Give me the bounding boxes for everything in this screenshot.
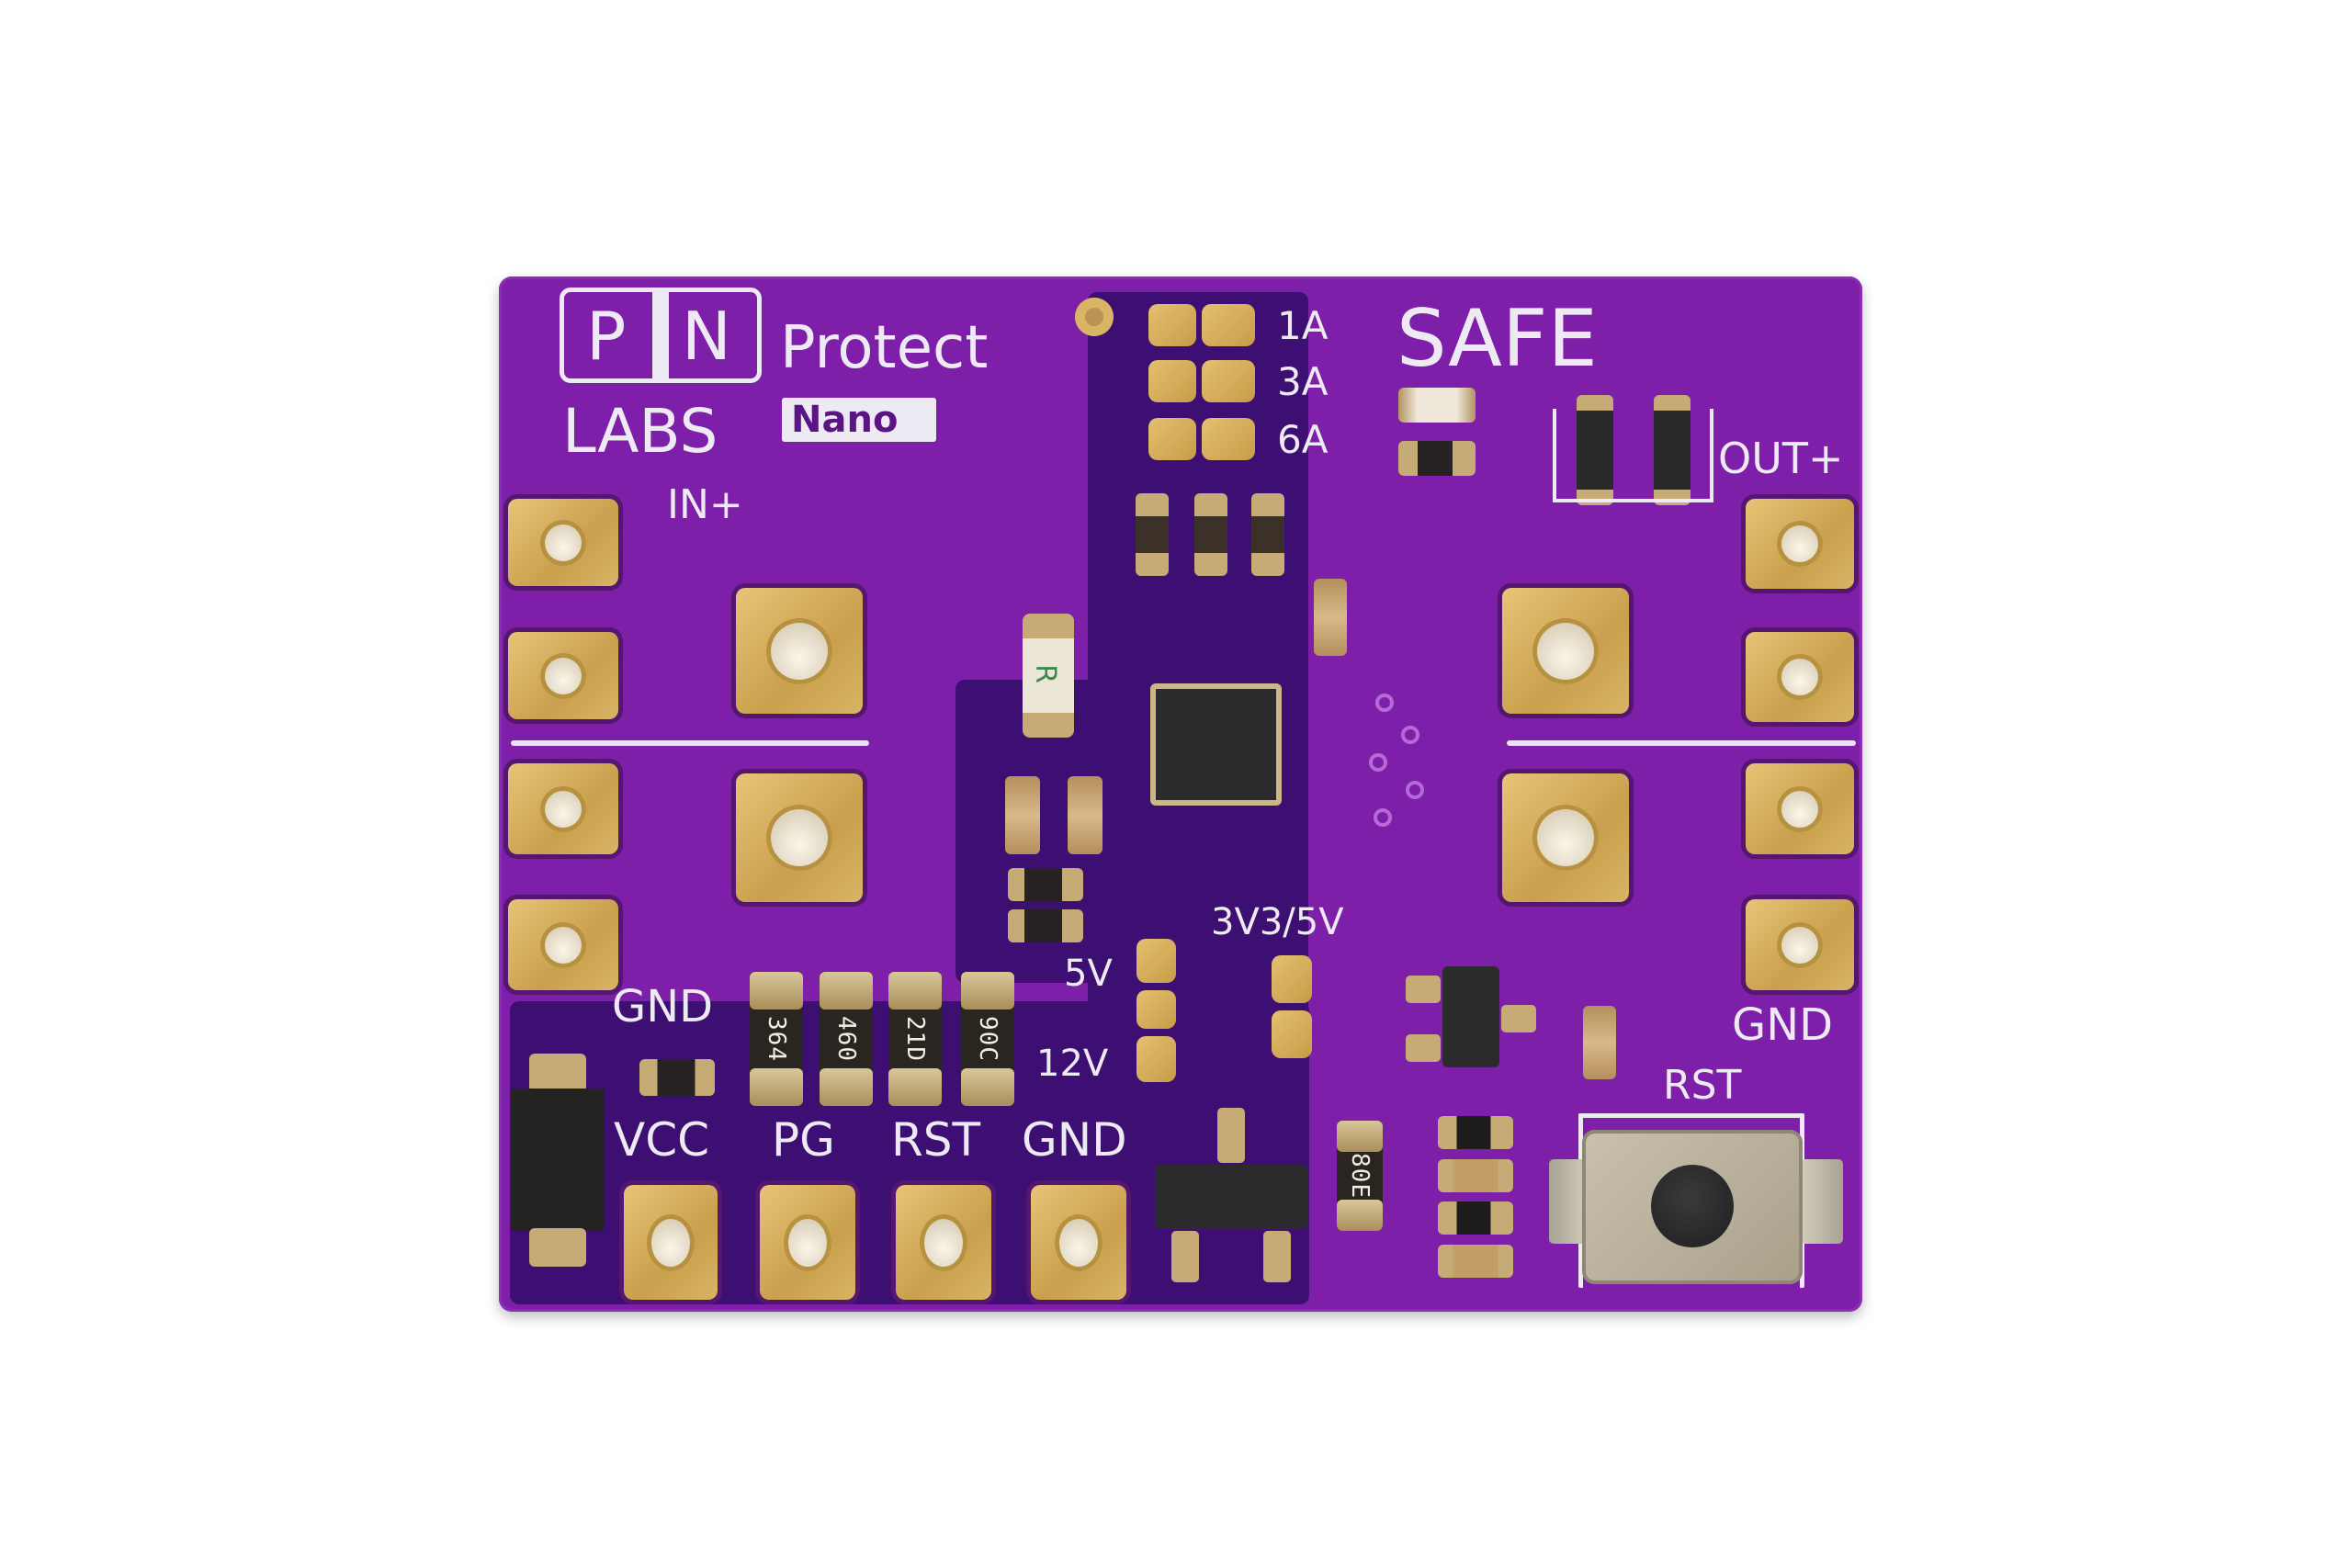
reset-capacitor — [1583, 1006, 1616, 1079]
input-big-pad-bottom[interactable] — [736, 773, 863, 902]
jumper-1a-pad-left[interactable] — [1148, 304, 1196, 346]
small-sot — [639, 1059, 715, 1096]
header-label-gnd: GND — [1022, 1113, 1127, 1167]
five-volt-label: 5V — [1064, 953, 1113, 995]
diode-array-1 — [1438, 1116, 1513, 1149]
fuse: R — [1023, 614, 1074, 738]
transistor-sot — [1442, 966, 1499, 1067]
logic-jumper-pad-top[interactable] — [1272, 955, 1312, 1003]
logo-letter-p: P — [586, 298, 627, 375]
variant-label: Nano — [791, 399, 899, 441]
right-pad-1[interactable] — [1746, 499, 1854, 589]
reset-button-lug-right — [1801, 1159, 1843, 1244]
mosfet-sot23 — [1155, 1165, 1307, 1229]
voltage-jumper-pad-bottom[interactable] — [1136, 1036, 1176, 1082]
logic-jumper-pad-bottom[interactable] — [1272, 1010, 1312, 1058]
capacitor-1 — [1005, 776, 1040, 854]
resistor-right: 80E — [1337, 1121, 1383, 1231]
left-divider-line — [511, 740, 869, 746]
jumper-label-6a: 6A — [1277, 417, 1329, 462]
header-pad-vcc[interactable] — [624, 1185, 718, 1300]
brand-name: LABS — [562, 396, 718, 467]
reset-button[interactable] — [1582, 1130, 1803, 1284]
logo-box: P N — [560, 288, 762, 383]
via — [1374, 808, 1392, 827]
jumper-label-3a: 3A — [1277, 359, 1329, 404]
resistor-2: 460 — [820, 972, 873, 1106]
right-pad-2[interactable] — [1746, 632, 1854, 722]
mosfet-pin — [1217, 1108, 1245, 1163]
resistor-4: 90C — [961, 972, 1014, 1106]
fuse-marking: R — [1028, 664, 1061, 683]
voltage-jumper-pad-top[interactable] — [1136, 939, 1176, 983]
via — [1401, 726, 1419, 744]
voltage-jumper-pad-middle[interactable] — [1136, 990, 1176, 1029]
diode-outline — [1553, 409, 1713, 502]
diode-array-2 — [1438, 1201, 1513, 1235]
right-pad-4[interactable] — [1746, 899, 1854, 990]
mosfet-pin — [1263, 1231, 1291, 1282]
jumper-6a-pad-left[interactable] — [1148, 418, 1196, 460]
left-pad-1[interactable] — [508, 499, 618, 586]
right-divider-line — [1507, 740, 1856, 746]
header-label-vcc: VCC — [614, 1113, 710, 1167]
capacitor-array-2 — [1438, 1245, 1513, 1278]
logo-letter-n: N — [682, 298, 731, 375]
twelve-volt-label: 12V — [1036, 1043, 1109, 1085]
protection-ic-body — [1159, 693, 1272, 796]
capacitor-top-2 — [1194, 493, 1227, 576]
output-diode-2 — [1654, 395, 1690, 505]
small-diode — [1398, 441, 1476, 476]
resistor-3: 21D — [888, 972, 942, 1106]
variant-badge: Nano — [782, 398, 936, 442]
input-big-pad-top[interactable] — [736, 588, 863, 714]
reset-label: RST — [1663, 1062, 1742, 1109]
header-label-pg: PG — [772, 1113, 835, 1167]
output-diode-1 — [1577, 395, 1613, 505]
output-big-pad-top[interactable] — [1502, 588, 1629, 714]
product-name: Protect — [780, 314, 989, 382]
left-pad-4[interactable] — [508, 899, 618, 990]
left-pad-3[interactable] — [508, 763, 618, 854]
jumper-3a-pad-left[interactable] — [1148, 360, 1196, 402]
jumper-1a-pad-right[interactable] — [1202, 304, 1255, 346]
right-pad-3[interactable] — [1746, 763, 1854, 854]
via — [1369, 753, 1387, 772]
jumper-3a-pad-right[interactable] — [1202, 360, 1255, 402]
safe-label: SAFE — [1396, 293, 1598, 385]
header-label-rst: RST — [891, 1113, 981, 1167]
transistor-pin — [1501, 1005, 1536, 1032]
header-pad-rst[interactable] — [896, 1185, 991, 1300]
capacitor-2 — [1068, 776, 1102, 854]
capacitor-top-3 — [1251, 493, 1284, 576]
header-pad-gnd[interactable] — [1031, 1185, 1126, 1300]
output-big-pad-bottom[interactable] — [1502, 773, 1629, 902]
logo-divider — [652, 288, 669, 383]
gnd-left-label: GND — [612, 981, 714, 1032]
gnd-right-label: GND — [1732, 999, 1834, 1051]
status-led — [1398, 388, 1476, 423]
jumper-label-1a: 1A — [1277, 303, 1329, 348]
reset-button-cap[interactable] — [1651, 1165, 1734, 1247]
mounting-via — [1075, 298, 1114, 336]
transistor-pin — [1406, 976, 1441, 1003]
protection-diode — [511, 1054, 605, 1267]
logic-voltage-label: 3V3/5V — [1211, 901, 1344, 943]
small-diode-2 — [1008, 868, 1083, 901]
capacitor-array-1 — [1438, 1159, 1513, 1192]
capacitor-top-4 — [1314, 579, 1347, 656]
input-label: IN+ — [667, 481, 743, 528]
mosfet-pin — [1171, 1231, 1199, 1282]
small-diode-3 — [1008, 909, 1083, 942]
resistor-1: 364 — [750, 972, 803, 1106]
jumper-6a-pad-right[interactable] — [1202, 418, 1255, 460]
capacitor-top-1 — [1136, 493, 1169, 576]
header-pad-pg[interactable] — [760, 1185, 855, 1300]
left-pad-2[interactable] — [508, 632, 618, 719]
transistor-pin — [1406, 1034, 1441, 1062]
via — [1375, 694, 1394, 712]
output-label: OUT+ — [1718, 434, 1844, 483]
via — [1406, 781, 1424, 799]
